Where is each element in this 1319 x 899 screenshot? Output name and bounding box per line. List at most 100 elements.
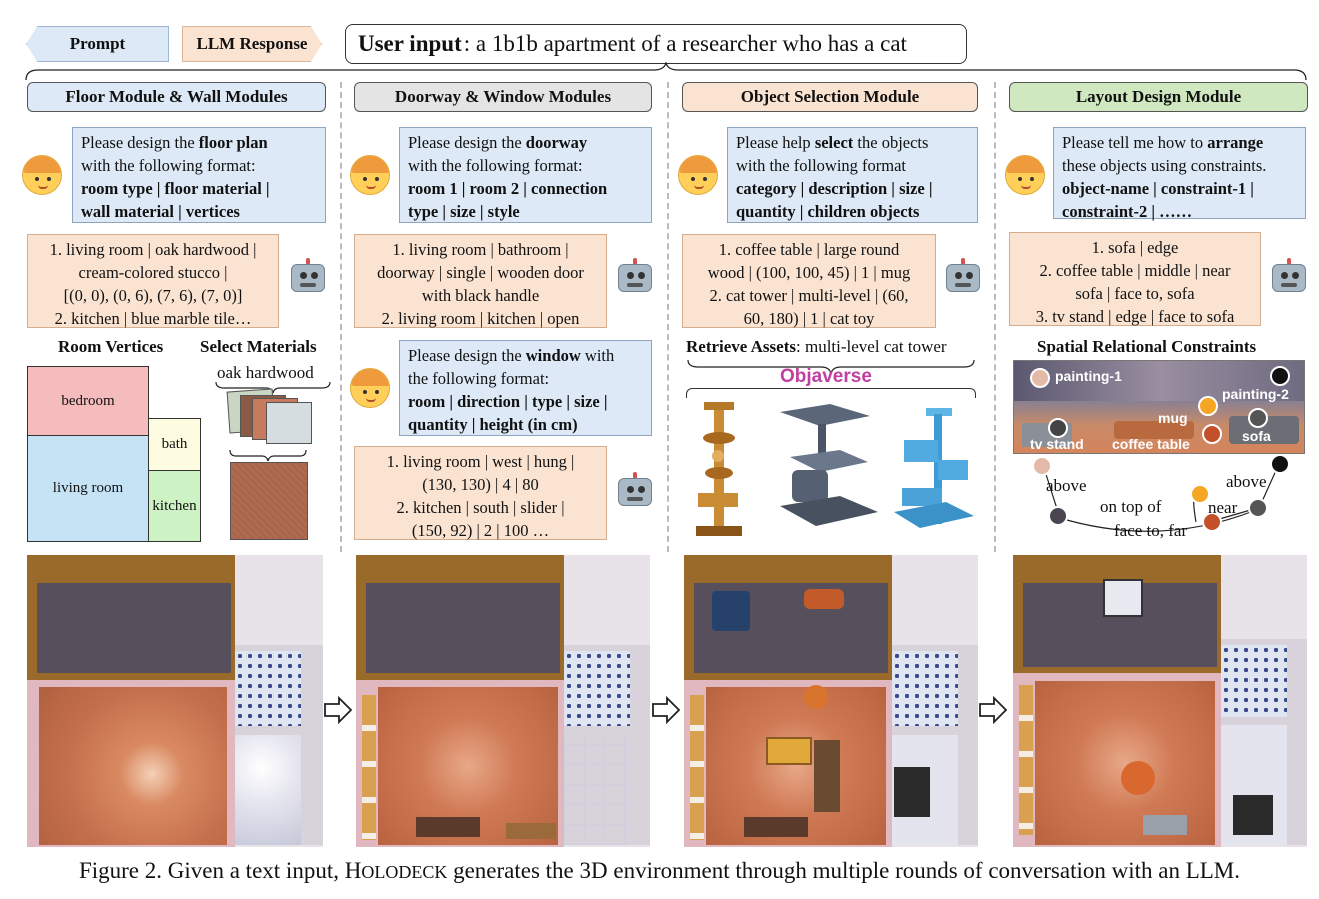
legend-prompt: Prompt bbox=[26, 26, 169, 62]
layout-response-line2: 2. coffee table | middle | near bbox=[1039, 261, 1231, 280]
layout-prompt-bold: arrange bbox=[1207, 133, 1264, 152]
render-living-floor bbox=[1035, 681, 1215, 845]
room-bedroom: bedroom bbox=[27, 366, 149, 436]
material-name: oak hardwood bbox=[217, 363, 314, 382]
window-response-line3: 2. kitchen | south | slider | bbox=[396, 498, 565, 517]
door-prompt-text: Please design the bbox=[408, 133, 526, 152]
render-floor bbox=[27, 555, 323, 847]
render-doormat bbox=[416, 817, 480, 837]
person-emoji-icon bbox=[678, 155, 718, 195]
window-prompt-line2: the following format: bbox=[408, 369, 550, 388]
person-emoji-icon bbox=[22, 155, 62, 195]
window-prompt-bold: window bbox=[525, 346, 581, 365]
door-response-line2: doorway | single | wooden door bbox=[377, 263, 584, 282]
object-prompt-bubble: Please help select the objects with the … bbox=[727, 127, 978, 223]
scene-render bbox=[1013, 360, 1305, 454]
door-response-line4: 2. living room | kitchen | open bbox=[381, 309, 580, 328]
render-layout bbox=[1013, 555, 1307, 847]
floor-prompt-line3: room type | floor material | bbox=[81, 179, 270, 198]
door-prompt-line4: type | size | style bbox=[408, 202, 520, 221]
constraint-graph bbox=[1032, 454, 1290, 532]
robot-emoji-icon bbox=[614, 258, 656, 296]
object-prompt-line4: quantity | children objects bbox=[736, 202, 920, 221]
render-bath-floor bbox=[235, 651, 301, 726]
render-chair bbox=[804, 589, 844, 609]
door-response-line3: with black handle bbox=[421, 286, 540, 305]
caption-pre: Figure 2. Given a text input, H bbox=[78, 858, 362, 883]
retrieve-assets-bold: Retrieve Assets bbox=[686, 337, 796, 356]
edge-above-2: above bbox=[1226, 472, 1267, 491]
window-prompt-line3: room | direction | type | size | bbox=[408, 392, 608, 411]
header-layout-module: Layout Design Module bbox=[1009, 82, 1308, 112]
render-windows-west bbox=[1019, 685, 1033, 835]
legend-llm-label: LLM Response bbox=[196, 34, 308, 53]
cat-tower-asset-3 bbox=[894, 408, 974, 528]
render-bedroom-floor bbox=[37, 583, 231, 673]
separator-3 bbox=[994, 82, 996, 552]
layout-prompt-line3: object-name | constraint-1 | bbox=[1062, 179, 1254, 198]
user-input-text: : a 1b1b apartment of a researcher who h… bbox=[463, 31, 907, 56]
layout-prompt-text: Please tell me how to bbox=[1062, 133, 1208, 152]
floor-response-line4: 2. kitchen | blue marble tile… bbox=[54, 309, 252, 328]
floor-response-line1: 1. living room | oak hardwood | bbox=[49, 240, 257, 259]
header-layout-label: Layout Design Module bbox=[1075, 87, 1242, 106]
curly-brace-icon bbox=[25, 62, 1307, 81]
cat-tower-asset-2 bbox=[780, 404, 878, 526]
label-sofa: sofa bbox=[1242, 428, 1271, 444]
window-response-line4: (150, 92) | 2 | 100 … bbox=[411, 521, 550, 540]
object-prompt-bold: select bbox=[814, 133, 854, 152]
render-bed bbox=[1103, 579, 1143, 617]
caption-small-caps: OLODECK bbox=[361, 862, 448, 882]
render-doormat bbox=[506, 823, 556, 839]
label-painting-2: painting-2 bbox=[1222, 386, 1289, 402]
person-emoji-icon bbox=[1005, 155, 1045, 195]
curly-brace-icon bbox=[229, 449, 307, 462]
window-response-bubble: 1. living room | west | hung | (130, 130… bbox=[354, 446, 607, 540]
layout-prompt-line2: these objects using constraints. bbox=[1062, 156, 1267, 175]
cat-tower-asset-1 bbox=[696, 402, 742, 536]
legend-prompt-label: Prompt bbox=[69, 34, 126, 53]
assets-bracket bbox=[686, 388, 976, 398]
label-mug: mug bbox=[1158, 410, 1188, 426]
edge-face-to-far: face to, far bbox=[1114, 521, 1188, 540]
user-input-label: User input bbox=[358, 31, 462, 56]
layout-response-line1: 1. sofa | edge bbox=[1091, 238, 1179, 257]
layout-prompt-bubble: Please tell me how to arrange these obje… bbox=[1053, 127, 1306, 221]
render-coffee-table bbox=[766, 737, 812, 765]
object-response-line4: 60, 180) | 1 | cat toy bbox=[743, 309, 875, 328]
render-kitchen-floor bbox=[235, 735, 301, 845]
render-fridge bbox=[894, 767, 930, 817]
render-windows-west bbox=[690, 695, 704, 840]
room-bath-label: bath bbox=[161, 436, 188, 452]
node-mug-marker bbox=[1198, 396, 1218, 416]
node-tv-stand-marker bbox=[1048, 418, 1068, 438]
figure-caption: Figure 2. Given a text input, HOLODECK g… bbox=[0, 858, 1319, 884]
arrow-right-icon bbox=[979, 696, 1008, 724]
scene-coffee-table bbox=[1114, 421, 1194, 439]
layout-response-line4: 3. tv stand | edge | face to sofa bbox=[1035, 307, 1235, 326]
node-sofa-marker bbox=[1248, 408, 1268, 428]
door-prompt-bubble: Please design the doorway with the follo… bbox=[399, 127, 652, 223]
floor-prompt-bold: floor plan bbox=[198, 133, 268, 152]
render-bed bbox=[712, 591, 750, 631]
floor-response-bubble: 1. living room | oak hardwood | cream-co… bbox=[27, 234, 279, 328]
render-bath-floor bbox=[564, 651, 630, 726]
layout-response-line3: sofa | face to, sofa bbox=[1075, 284, 1195, 303]
material-swatch bbox=[266, 402, 312, 444]
window-response-line1: 1. living room | west | hung | bbox=[386, 452, 575, 471]
robot-emoji-icon bbox=[287, 258, 329, 296]
render-appliance bbox=[1233, 795, 1273, 835]
robot-emoji-icon bbox=[614, 472, 656, 510]
layout-response-bubble: 1. sofa | edge 2. coffee table | middle … bbox=[1009, 232, 1261, 326]
room-living-label: living room bbox=[52, 480, 124, 496]
render-living-floor bbox=[39, 687, 227, 845]
edge-near: near bbox=[1208, 498, 1238, 517]
label-painting-1: painting-1 bbox=[1055, 368, 1122, 384]
room-kitchen: kitchen bbox=[148, 470, 201, 542]
curly-brace-icon bbox=[215, 381, 331, 394]
header-object-module: Object Selection Module bbox=[682, 82, 978, 112]
separator-1 bbox=[340, 82, 342, 552]
arrow-right-icon bbox=[652, 696, 681, 724]
floor-response-line3: [(0, 0), (0, 6), (7, 6), (7, 0)] bbox=[63, 286, 243, 305]
object-prompt-text: Please help bbox=[736, 133, 815, 152]
